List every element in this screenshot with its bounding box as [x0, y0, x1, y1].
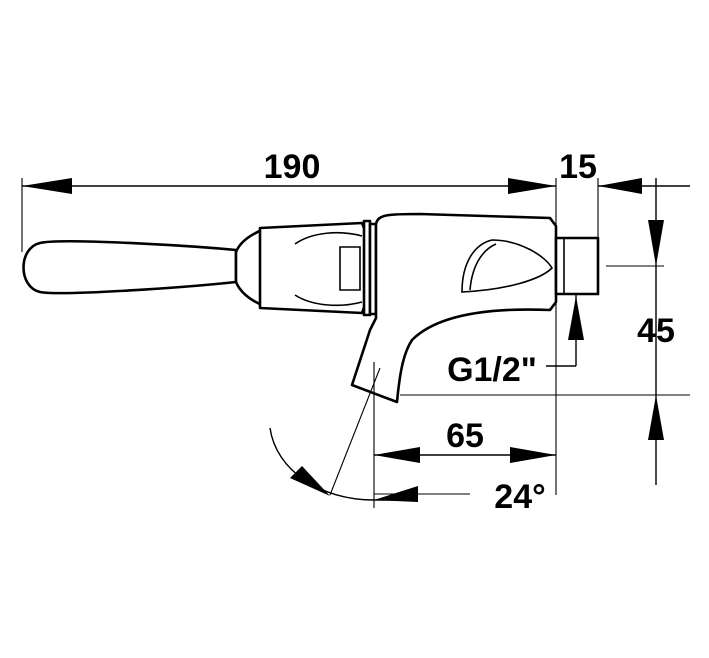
dimension-height: 45 [400, 178, 690, 485]
outlet-length-label: 15 [559, 148, 597, 186]
body-slot-inner [469, 243, 497, 291]
handle-neck [234, 228, 264, 307]
dimension-spout-offset: 65 [373, 362, 556, 508]
overall-arrow-left [22, 178, 72, 194]
overall-length-label: 190 [264, 148, 321, 186]
height-arrow-bottom [648, 395, 664, 440]
outlet-arrow [598, 178, 642, 194]
dimension-overall-length: 190 [21, 148, 557, 495]
collar-detail-top [294, 231, 363, 245]
angle-arrow-left [290, 466, 330, 496]
thread-label: G1/2" [447, 351, 537, 389]
body-slot [461, 239, 554, 293]
angle-arc [269, 427, 402, 501]
angle-slant-line [329, 367, 381, 496]
angle-arrow-right [374, 486, 418, 502]
overall-arrow-right [508, 178, 556, 194]
height-label: 45 [637, 312, 675, 350]
collar-detail-bottom [294, 294, 363, 307]
angle-label: 24° [494, 478, 545, 516]
lever-handle [22, 239, 238, 295]
faucet-body [22, 212, 600, 404]
thread-callout: G1/2" [447, 294, 584, 389]
spout-offset-arrow-left [374, 447, 420, 463]
height-arrow-top [648, 220, 664, 266]
main-body [350, 212, 558, 404]
spout-offset-label: 65 [446, 417, 484, 455]
collar-facet [339, 246, 361, 291]
dimension-angle: 24° [269, 367, 546, 516]
thread-arrow [568, 296, 584, 340]
spout-offset-arrow-right [510, 447, 556, 463]
dimension-outlet-length: 15 [559, 148, 690, 238]
outlet-thread [554, 236, 600, 296]
